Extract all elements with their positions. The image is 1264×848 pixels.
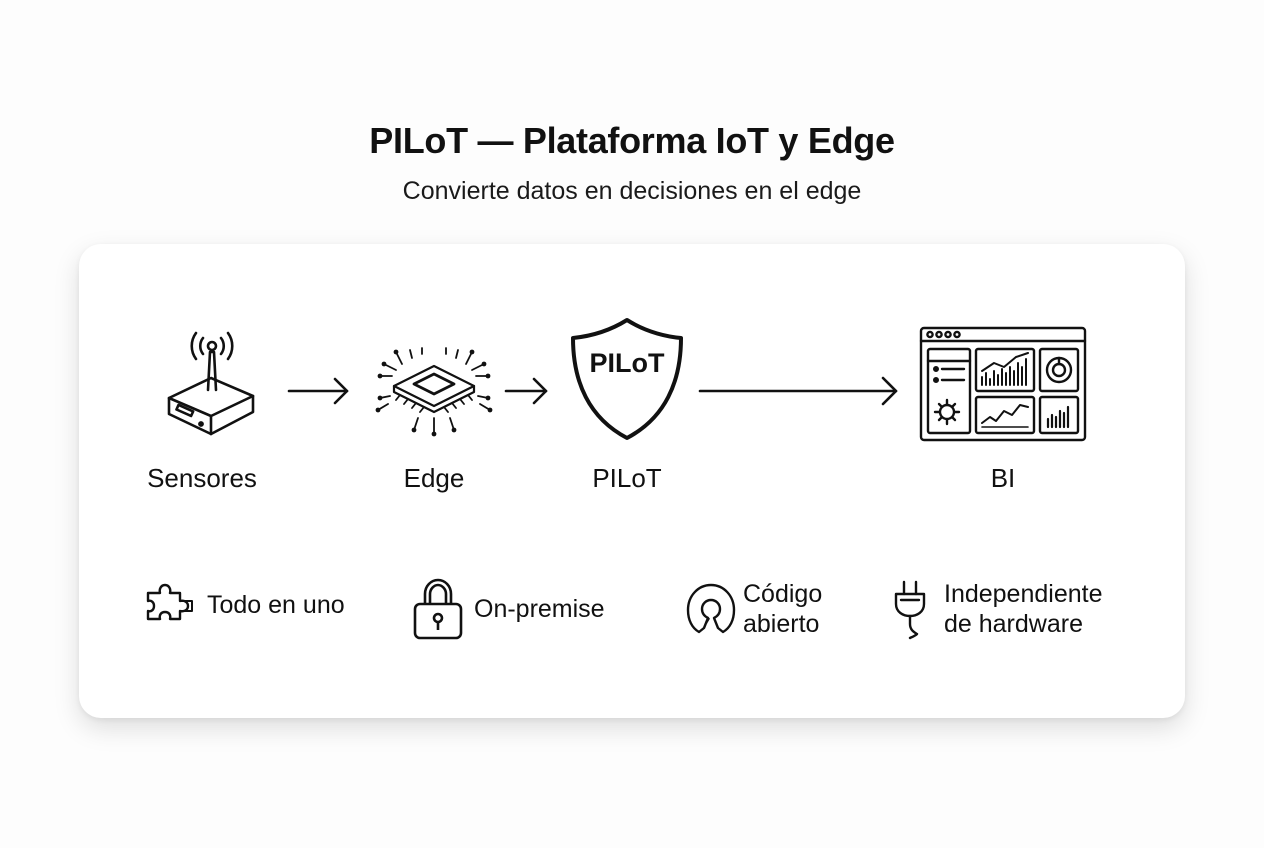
flow-arrow-1 — [287, 377, 349, 405]
padlock-icon — [413, 578, 463, 640]
feature-label-independiente: Independiente — [944, 580, 1103, 608]
node-label-bi: BI — [990, 463, 1016, 493]
shield-text: PILoT — [589, 348, 665, 378]
chip-icon — [375, 347, 493, 437]
node-label-edge: Edge — [403, 463, 465, 493]
feature-label-de-hardware: de hardware — [944, 610, 1083, 638]
feature-label-codigo: Código — [743, 580, 823, 608]
flow-arrow-3 — [698, 376, 898, 406]
router-icon — [167, 331, 255, 436]
dashboard-icon — [919, 326, 1087, 442]
page-subtitle: Convierte datos en decisiones en el edge — [402, 177, 862, 205]
open-source-icon — [686, 583, 736, 634]
feature-label-todo-en-uno: Todo en uno — [207, 591, 345, 619]
node-label-sensores: Sensores — [147, 463, 257, 493]
plug-icon — [894, 580, 926, 640]
puzzle-icon — [146, 583, 193, 621]
node-label-pilot: PILoT — [592, 463, 662, 493]
feature-label-abierto: abierto — [743, 610, 820, 638]
flow-arrow-2 — [504, 377, 548, 405]
diagram-card: Sensores Edge — [79, 244, 1185, 718]
page-title: PILoT — Plataforma IoT y Edge — [369, 120, 895, 161]
shield-icon — [571, 318, 683, 440]
feature-label-on-premise: On-premise — [474, 595, 605, 623]
